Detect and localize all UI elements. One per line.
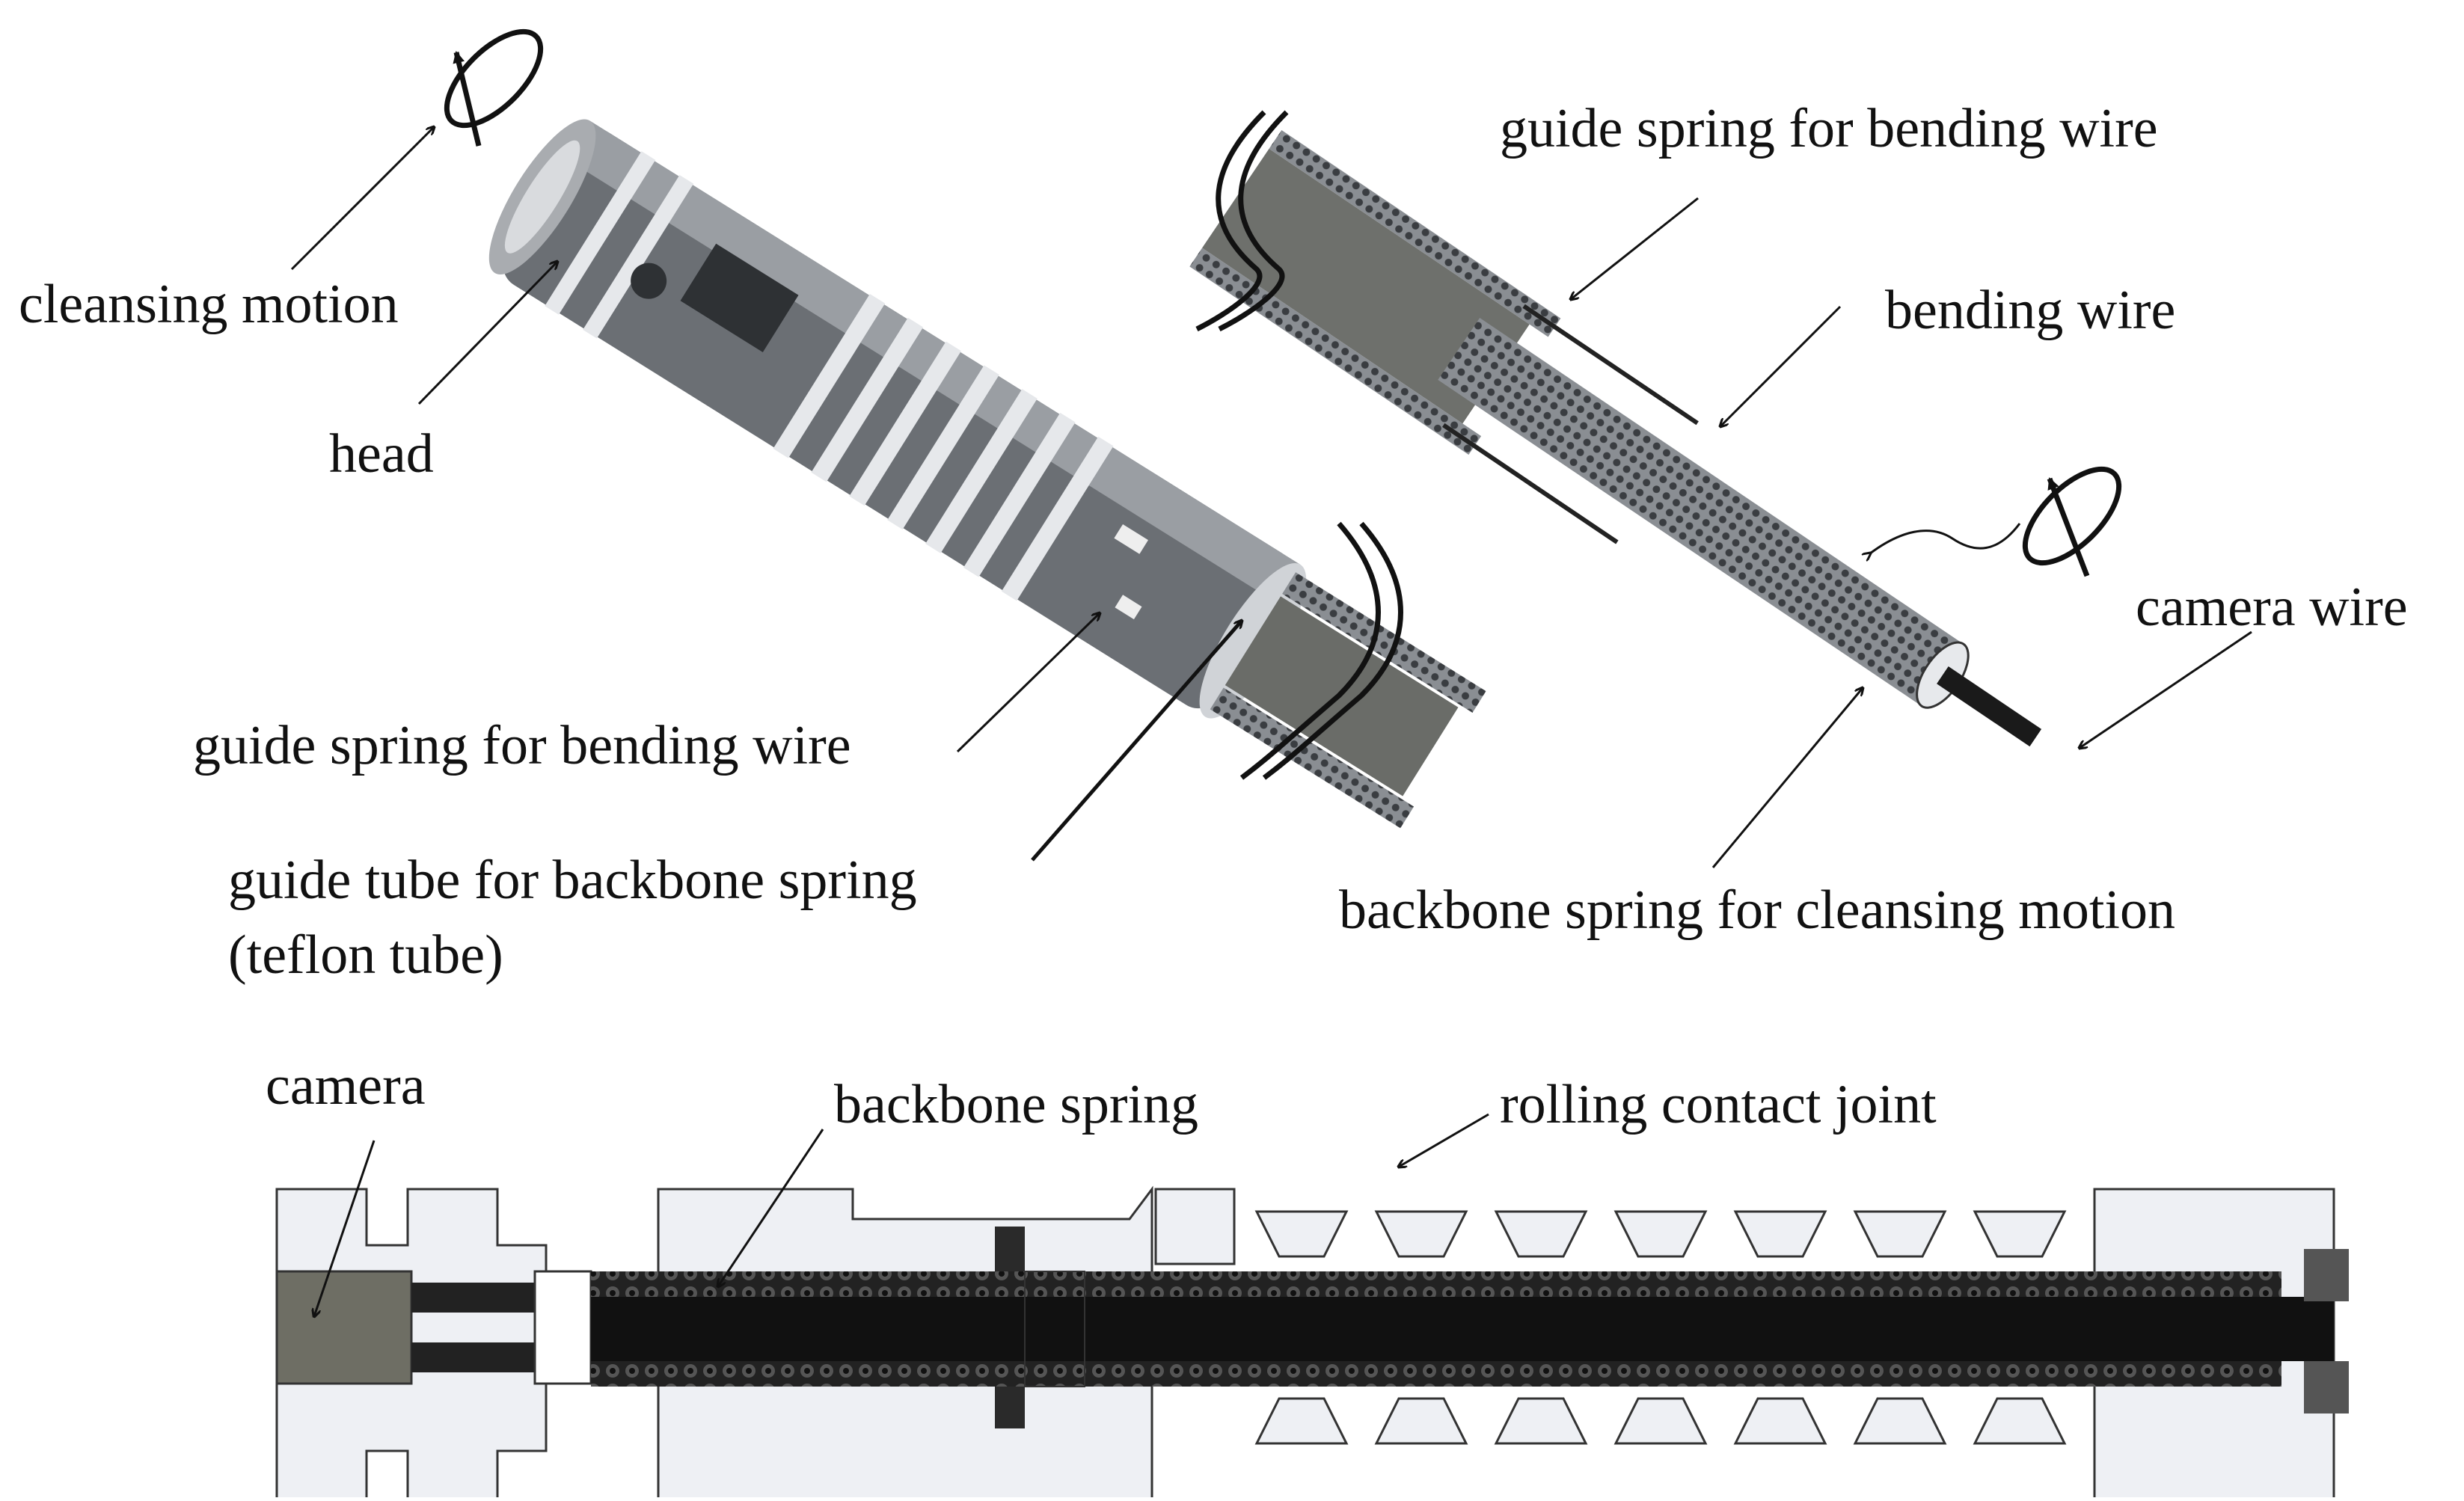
label-guide-spring-right: guide spring for bending wire [1500, 98, 2158, 159]
head-assembly [488, 119, 1486, 829]
rotation-arrow-left [444, 28, 544, 147]
label-guide-spring-left: guide spring for bending wire [193, 715, 851, 776]
guide-tube-right [1202, 148, 1530, 424]
label-guide-tube-line2: (teflon tube) [228, 924, 503, 986]
label-guide-tube-line1: guide tube for backbone spring [228, 850, 917, 911]
camera-block [275, 1270, 413, 1385]
rotation-arrow-right [2022, 466, 2122, 577]
label-bending-wire: bending wire [1885, 280, 2176, 341]
label-head: head [329, 423, 434, 485]
leader-arrows [290, 127, 2252, 868]
rolling-rings [545, 151, 1114, 601]
label-backbone-spring-cleansing: backbone spring for cleansing motion [1339, 880, 2175, 941]
backbone-spring-right [1438, 317, 1964, 707]
cross-section [275, 1185, 2349, 1501]
label-backbone-spring: backbone spring [834, 1074, 1199, 1135]
break-mark [1239, 521, 1381, 780]
backbone-spring-section [591, 1271, 2281, 1297]
bending-wire-line [1522, 304, 1699, 426]
label-camera-wire: camera wire [2136, 577, 2408, 638]
label-rolling-contact-joint: rolling contact joint [1500, 1074, 1937, 1135]
spring-assembly [1189, 110, 2042, 747]
camera-wire-line [1937, 666, 2042, 747]
label-cleansing-motion: cleansing motion [19, 274, 399, 335]
label-camera: camera [266, 1055, 426, 1117]
